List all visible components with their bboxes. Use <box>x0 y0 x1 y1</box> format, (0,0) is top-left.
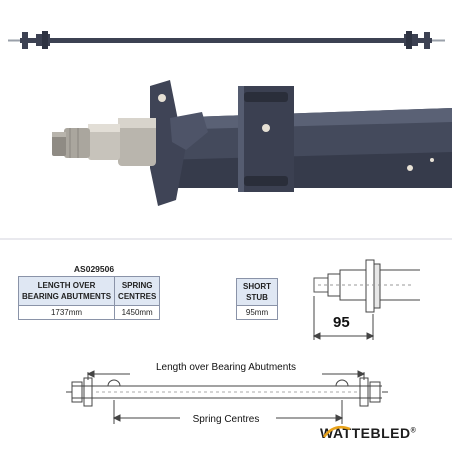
spring-centres-label: Spring Centres <box>192 414 260 425</box>
length-over-bearing-abutments-label: Length over Bearing Abutments <box>155 362 297 373</box>
header-length-line-2: BEARING ABUTMENTS <box>22 292 112 301</box>
logo-registered-mark: ® <box>410 427 417 435</box>
header-spring-line-1: SPRING <box>121 281 153 290</box>
value-spring-centres: 1450mm <box>114 305 161 320</box>
header-length-over-bearing-abutments: LENGTH OVER BEARING ABUTMENTS <box>17 276 116 306</box>
product-photo <box>8 31 452 206</box>
header-spring-centres: SPRING CENTRES <box>114 276 161 306</box>
header-length-line-1: LENGTH OVER <box>37 281 96 290</box>
header-stub-line-1: SHORT <box>243 282 271 291</box>
section-divider <box>0 238 452 240</box>
product-code: AS029506 <box>73 264 115 274</box>
wattebled-logo: WATTEBLED® <box>320 425 416 441</box>
stub-diagram <box>312 259 420 340</box>
dimensions-table: LENGTH OVER BEARING ABUTMENTS SPRING CEN… <box>17 276 161 320</box>
logo-text: WATTEBLED <box>320 425 411 441</box>
axle-closeup-image <box>52 80 452 206</box>
stub-table: SHORT STUB 95mm <box>236 278 278 320</box>
value-short-stub: 95mm <box>236 305 278 320</box>
header-spring-line-2: CENTRES <box>118 292 157 301</box>
header-stub-line-2: STUB <box>246 293 268 302</box>
stub-measurement-label: 95 <box>333 314 350 331</box>
axle-diagram <box>66 370 388 424</box>
logo-swoosh-icon <box>322 426 351 438</box>
full-axle-image <box>8 31 445 49</box>
